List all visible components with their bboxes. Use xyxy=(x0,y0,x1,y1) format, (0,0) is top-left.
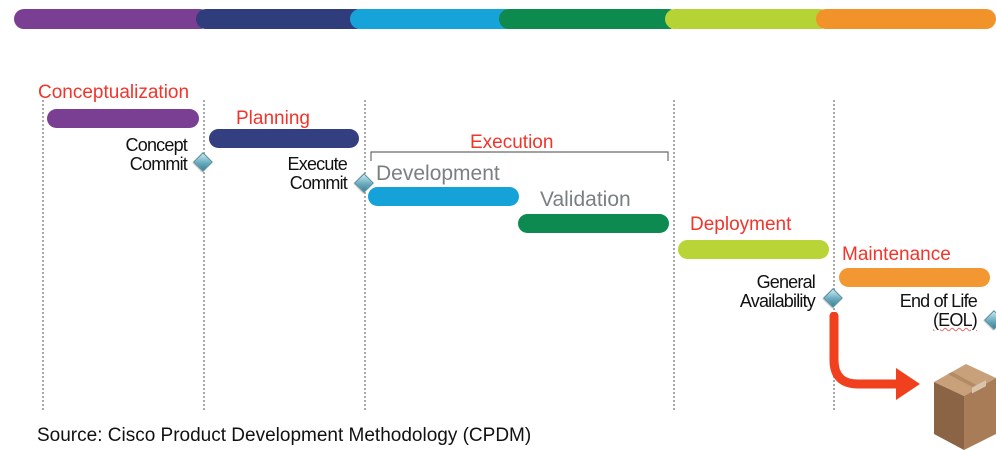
milestone-end-of-life: End of Life (EOL) xyxy=(862,291,978,330)
milestone-concept-commit: Concept Commit xyxy=(100,135,188,174)
execution-bracket xyxy=(370,151,669,161)
milestone-general-availability-line1: General xyxy=(756,272,816,292)
top-bar-segment-orange xyxy=(816,9,996,29)
cardboard-box-icon xyxy=(934,364,996,450)
top-bar-segment-blue xyxy=(350,9,516,29)
milestone-execute-commit-line1: Execute xyxy=(287,154,348,174)
phase-label-conceptualization: Conceptualization xyxy=(38,82,190,103)
phase-label-deployment: Deployment xyxy=(690,214,792,235)
phase-bar-validation xyxy=(518,214,669,233)
phase-divider-2 xyxy=(203,100,205,410)
diamond-icon xyxy=(984,310,996,330)
phase-label-execution: Execution xyxy=(470,132,554,153)
phase-label-maintenance: Maintenance xyxy=(842,244,951,265)
phase-bar-deployment xyxy=(678,240,829,259)
phase-bar-maintenance xyxy=(839,268,990,287)
phase-label-development: Development xyxy=(376,162,500,185)
milestone-concept-commit-line1: Concept xyxy=(125,135,188,155)
milestone-concept-commit-line2: Commit xyxy=(129,154,188,174)
phase-label-planning: Planning xyxy=(236,108,310,129)
milestone-execute-commit: Execute Commit xyxy=(255,154,348,193)
milestone-general-availability: General Availability xyxy=(700,272,816,311)
milestone-end-of-life-line1: End of Life xyxy=(899,291,978,311)
top-bar-segment-purple xyxy=(14,9,210,29)
phase-divider-4 xyxy=(673,100,675,410)
milestone-end-of-life-line2: (EOL) xyxy=(932,310,978,330)
phase-divider-3 xyxy=(364,100,366,410)
diamond-icon xyxy=(823,288,843,308)
source-caption: Source: Cisco Product Development Method… xyxy=(37,425,532,446)
phase-bar-planning xyxy=(209,129,359,148)
diamond-icon xyxy=(193,152,213,172)
top-bar-segment-lime xyxy=(665,9,830,29)
phase-divider-5 xyxy=(833,100,835,410)
top-bar-segment-navy xyxy=(196,9,366,29)
phase-bar-development xyxy=(368,187,519,206)
arrow-icon xyxy=(829,312,920,400)
phase-bar-conceptualization xyxy=(47,109,199,128)
top-bar-segment-green xyxy=(499,9,679,29)
phase-label-validation: Validation xyxy=(540,188,631,211)
milestone-execute-commit-line2: Commit xyxy=(289,173,348,193)
phase-divider-1 xyxy=(42,100,44,410)
milestone-general-availability-line2: Availability xyxy=(739,291,816,311)
